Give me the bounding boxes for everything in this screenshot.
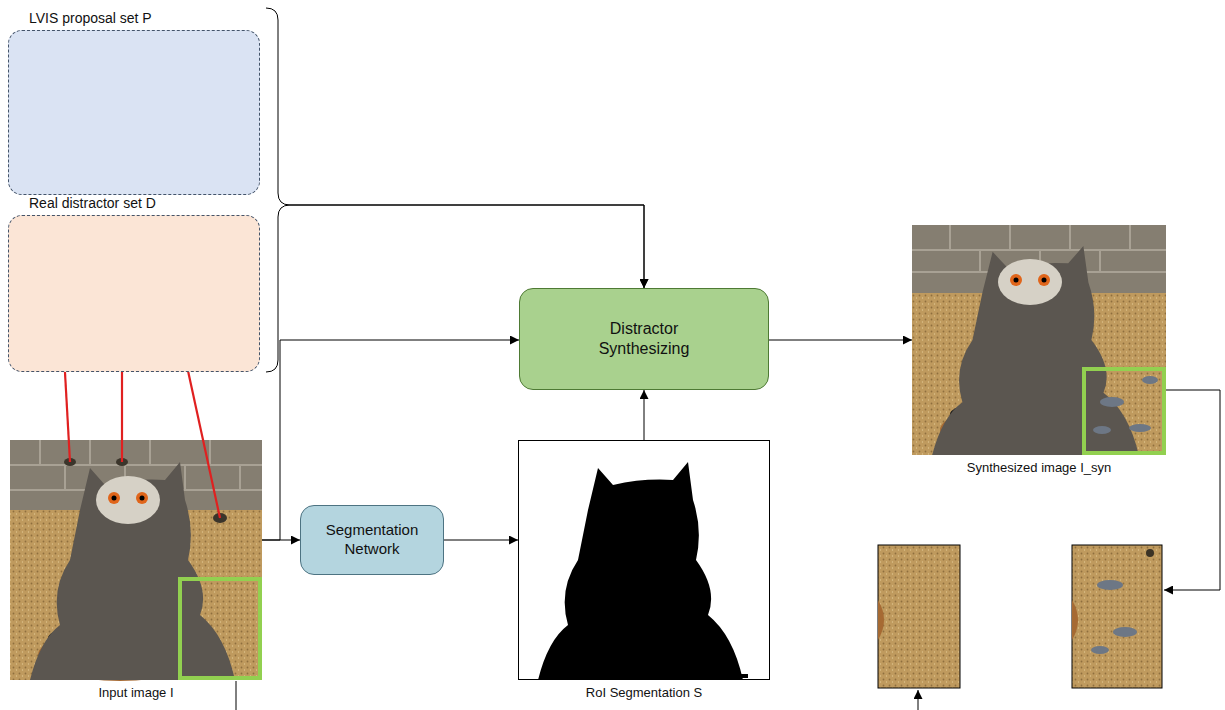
set-heading: LVIS proposal set P — [29, 10, 152, 26]
leader-line — [1164, 390, 1220, 590]
image-caption: Input image I — [10, 685, 262, 700]
roi-mask — [519, 441, 770, 681]
set-heading: Real distractor set D — [29, 195, 156, 211]
leader-line — [918, 690, 919, 710]
flow-arrow — [444, 540, 518, 541]
process-box: Segmentation Network — [300, 505, 444, 575]
crop-before — [878, 545, 960, 688]
flow-arrow — [769, 340, 912, 341]
image-panel: Synthesized image I_syn — [912, 225, 1166, 455]
process-box: Distractor Synthesizing — [519, 288, 769, 390]
proposal-set: LVIS proposal set P — [8, 30, 260, 195]
flow-arrow — [266, 8, 644, 288]
image-panel: Input image I — [10, 440, 262, 680]
input-photo — [10, 440, 262, 681]
flow-arrow — [262, 540, 300, 541]
box-label: Segmentation Network — [312, 521, 432, 559]
distractor-set: Real distractor set D — [8, 215, 260, 372]
flow-arrow — [644, 390, 645, 440]
image-caption: Synthesized image I_syn — [912, 460, 1166, 475]
box-label: Distractor Synthesizing — [579, 319, 709, 359]
source-arrow — [185, 357, 220, 518]
crop-after — [1072, 545, 1162, 688]
image-caption: RoI Segmentation S — [518, 685, 770, 700]
leader-line — [236, 681, 237, 710]
image-panel: RoI Segmentation S — [518, 440, 770, 680]
synthesized-photo — [912, 225, 1166, 455]
